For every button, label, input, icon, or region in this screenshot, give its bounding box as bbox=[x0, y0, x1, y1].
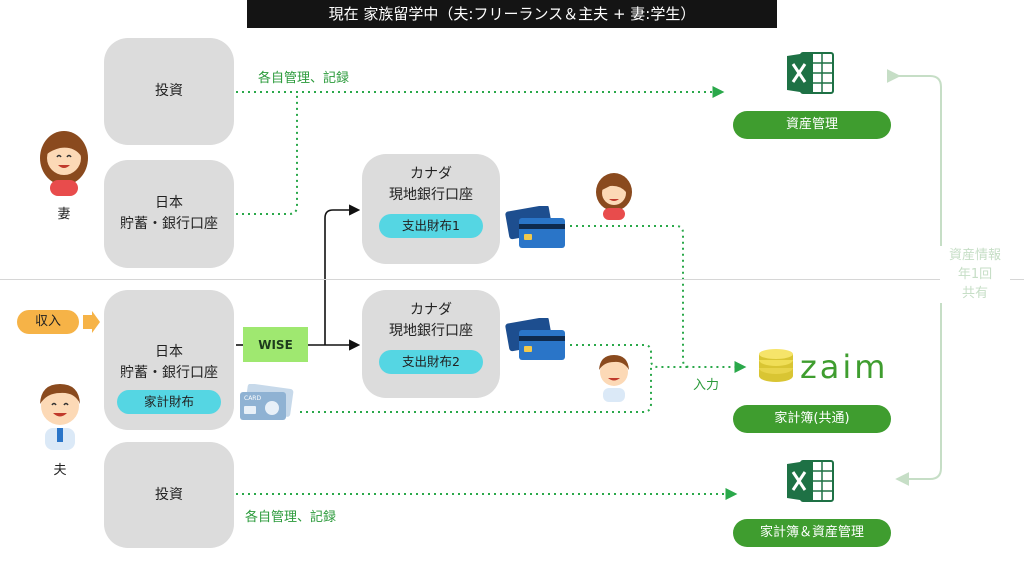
wise-logo-text: WISE bbox=[258, 337, 293, 352]
wife-savings-line1: 日本 bbox=[155, 195, 183, 211]
credit-card-icon-2 bbox=[505, 318, 565, 360]
husband-investment-box: 投資 bbox=[104, 442, 234, 548]
wife-investment-label: 投資 bbox=[155, 83, 183, 99]
wife-savings-line2: 貯蓄・銀行口座 bbox=[120, 216, 218, 232]
wife-label: 妻 bbox=[57, 207, 71, 222]
wife-investment-box: 投資 bbox=[104, 38, 234, 145]
income-badge: 収入 bbox=[17, 310, 79, 334]
canada1-line2: 現地銀行口座 bbox=[389, 187, 473, 203]
household-asset-pill: 家計簿＆資産管理 bbox=[733, 519, 891, 547]
canada1-line1: カナダ bbox=[410, 166, 452, 182]
asset-share-line1: 資産情報 bbox=[948, 248, 1001, 263]
svg-text:CARD: CARD bbox=[244, 395, 261, 402]
connector-wife-savings bbox=[236, 92, 298, 215]
canada2-line2: 現地銀行口座 bbox=[389, 323, 473, 339]
asset-share-line3: 共有 bbox=[961, 286, 988, 301]
travel-card-icon: CARD bbox=[240, 384, 294, 420]
canada2-tag: 支出財布2 bbox=[379, 350, 483, 374]
canada1-tag: 支出財布1 bbox=[379, 214, 483, 238]
wife-small-avatar-icon bbox=[596, 173, 632, 220]
husband-flow-label: 各自管理、記録 bbox=[245, 510, 337, 525]
divider bbox=[0, 279, 1024, 280]
asset-mgmt-pill: 資産管理 bbox=[733, 111, 891, 139]
wife-savings-box: 日本 貯蓄・銀行口座 bbox=[104, 160, 234, 268]
income-arrow bbox=[83, 311, 100, 333]
household-shared-pill: 家計簿(共通) bbox=[733, 405, 891, 433]
asset-share-note: 資産情報 年1回 共有 bbox=[940, 246, 1010, 303]
coin-stack-icon bbox=[759, 349, 793, 382]
canada-bank-box-2: カナダ 現地銀行口座 支出財布2 bbox=[362, 290, 500, 398]
page-title: 現在 家族留学中（夫:フリーランス＆主夫 + 妻:学生） bbox=[247, 0, 777, 28]
canada-bank-box-1: カナダ 現地銀行口座 支出財布1 bbox=[362, 154, 500, 264]
connector-card1-zaim bbox=[570, 225, 747, 373]
husband-avatar-icon bbox=[40, 384, 80, 450]
credit-card-icon bbox=[505, 206, 565, 248]
connector-share-bracket bbox=[886, 69, 942, 486]
zaim-logo: zaim bbox=[800, 348, 889, 386]
wise-logo: WISE bbox=[243, 327, 308, 362]
connector-travelcard-zaim bbox=[300, 367, 652, 413]
husband-savings-line1: 日本 bbox=[155, 344, 183, 360]
husband-savings-line2: 貯蓄・銀行口座 bbox=[120, 365, 218, 381]
canada2-line1: カナダ bbox=[410, 302, 452, 318]
husband-label: 夫 bbox=[53, 463, 67, 478]
input-label: 入力 bbox=[693, 378, 720, 393]
excel-icon-2 bbox=[787, 460, 834, 502]
excel-icon bbox=[787, 52, 834, 94]
husband-small-avatar-icon bbox=[599, 355, 629, 402]
husband-savings-box: 日本 貯蓄・銀行口座 家計財布 bbox=[104, 290, 234, 430]
asset-share-line2: 年1回 bbox=[957, 267, 993, 282]
husband-investment-label: 投資 bbox=[155, 486, 183, 503]
wife-avatar-icon bbox=[40, 131, 88, 196]
husband-savings-tag: 家計財布 bbox=[117, 390, 221, 414]
connector-wise-canada1 bbox=[324, 204, 361, 345]
wife-flow-label: 各自管理、記録 bbox=[258, 71, 350, 86]
